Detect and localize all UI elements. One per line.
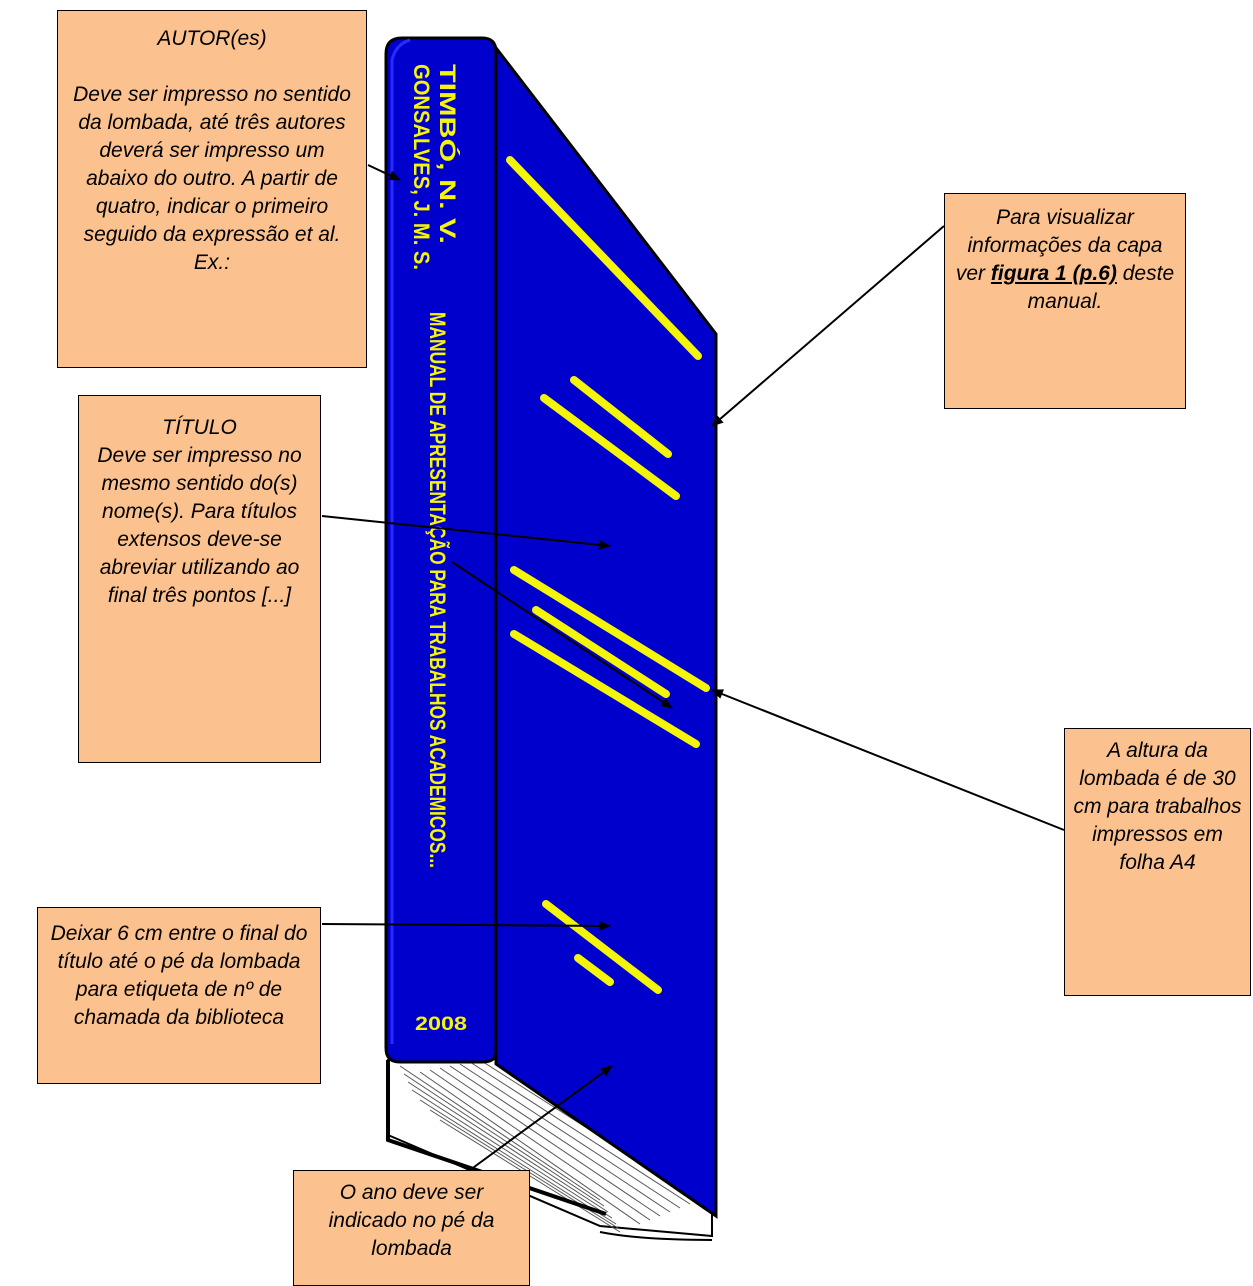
cover-stripe (510, 566, 710, 692)
spine-title: MANUAL DE APRESENTAÇÃO PARA TRABALHOS AC… (425, 312, 450, 868)
note-deixar: Deixar 6 cm entre o final do título até … (37, 907, 321, 1084)
note-titulo: TÍTULO Deve ser impresso no mesmo sentid… (78, 395, 321, 763)
note-altura-body: A altura da lombada é de 30 cm para trab… (1073, 739, 1242, 874)
cover-stripe (506, 156, 702, 360)
cover-stripe (574, 954, 614, 986)
cover-stripes (506, 156, 710, 994)
cover-stripe (570, 376, 672, 458)
note-autores: AUTOR(es) Deve ser impresso no sentido d… (57, 10, 367, 368)
note-deixar-body: Deixar 6 cm entre o final do título até … (50, 922, 308, 1029)
note-altura: A altura da lombada é de 30 cm para trab… (1064, 728, 1251, 996)
cover-stripe (532, 606, 670, 698)
arrow-capa (711, 225, 945, 427)
figure-reference-link[interactable]: figura 1 (p.6) (990, 262, 1117, 285)
spine-year: 2008 (415, 1014, 467, 1035)
book-spine (384, 36, 498, 1064)
note-autores-heading: AUTOR(es) (157, 27, 267, 50)
note-titulo-body: Deve ser impresso no mesmo sentido do(s)… (97, 444, 302, 607)
note-autores-body: Deve ser impresso no sentido da lombada,… (73, 83, 351, 274)
spine-highlight (390, 38, 411, 1044)
note-titulo-heading: TÍTULO (162, 416, 237, 439)
arrow-deixar (321, 920, 611, 931)
spine-author-2: GONSALVES, J. M. S. (409, 64, 434, 270)
arrow-title-spine (451, 561, 673, 709)
cover-stripe (542, 900, 662, 994)
cover-stripe (540, 394, 680, 500)
arrow-altura (711, 689, 1065, 831)
note-ano: O ano deve ser indicado no pé da lombada (293, 1170, 530, 1286)
arrow-ano (469, 1065, 613, 1171)
arrow-titulo (321, 515, 611, 550)
note-ano-body: O ano deve ser indicado no pé da lombada (328, 1181, 495, 1260)
cover-stripe (510, 630, 700, 748)
spine-author-1: TIMBÓ, N. V. (435, 64, 460, 244)
note-capa-after: deste manual. (1027, 262, 1175, 313)
arrow-autores (367, 164, 401, 181)
note-capa: Para visualizar informações da capa ver … (944, 193, 1186, 409)
note-capa-before: Para visualizar informações da capa ver (955, 206, 1163, 285)
